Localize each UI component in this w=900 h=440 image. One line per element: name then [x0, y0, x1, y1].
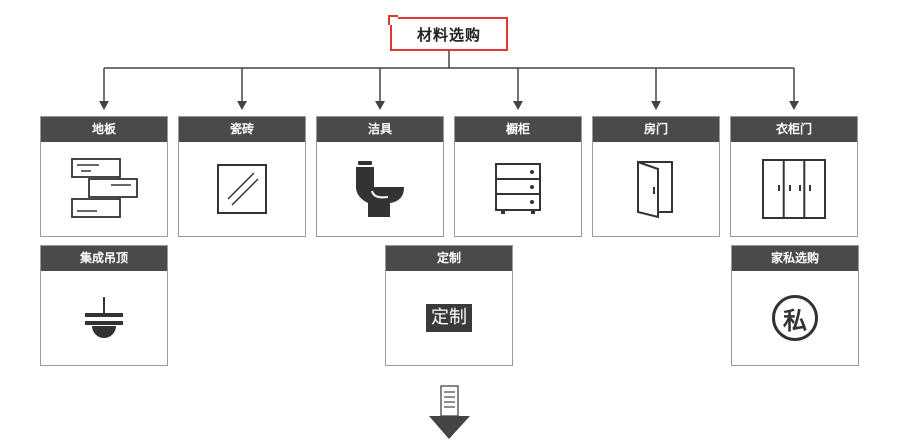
card-custom: 定制 定制	[385, 245, 513, 366]
card-header: 集成吊顶	[41, 246, 167, 271]
arrow-down-icon	[375, 101, 385, 110]
toilet-icon	[356, 161, 404, 217]
card-tile: 瓷砖	[178, 116, 306, 237]
badge-text: 私	[783, 306, 807, 335]
cabinet-drawers-icon	[495, 163, 541, 214]
card-header: 瓷砖	[179, 117, 305, 142]
arrow-down-icon	[789, 101, 799, 110]
card-header: 地板	[41, 117, 167, 142]
title-corner-mark	[388, 15, 398, 25]
card-header: 洁具	[317, 117, 443, 142]
tile-icon	[217, 164, 267, 214]
wardrobe-icon	[762, 159, 826, 219]
card-floor: 地板	[40, 116, 168, 237]
floor-planks-icon	[71, 158, 138, 218]
ceiling-lamp-icon	[85, 297, 123, 338]
arrow-down-icon	[651, 101, 661, 110]
card-header: 橱柜	[455, 117, 581, 142]
door-icon	[637, 160, 673, 219]
card-header: 衣柜门	[731, 117, 857, 142]
card-ceiling: 集成吊顶	[40, 245, 168, 366]
card-furniture: 家私选购 私	[731, 245, 859, 366]
card-header: 房门	[593, 117, 719, 142]
card-sanitary: 洁具	[316, 116, 444, 237]
custom-badge: 定制	[426, 304, 472, 332]
private-circle-badge: 私	[772, 295, 818, 341]
card-header: 定制	[386, 246, 512, 271]
arrow-down-icon	[513, 101, 523, 110]
card-door: 房门	[592, 116, 720, 237]
bottom-down-arrow-icon	[429, 385, 470, 439]
diagram-title: 材料选购	[390, 17, 508, 51]
card-wardrobe: 衣柜门	[730, 116, 858, 237]
arrow-down-icon	[237, 101, 247, 110]
title-text: 材料选购	[416, 25, 481, 44]
arrow-down-icon	[99, 101, 109, 110]
card-cabinet: 橱柜	[454, 116, 582, 237]
card-header: 家私选购	[732, 246, 858, 271]
